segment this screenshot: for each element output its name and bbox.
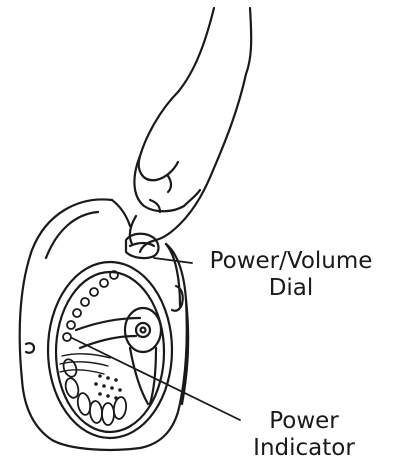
speaker-dots	[94, 374, 122, 400]
preset-buttons	[61, 357, 127, 425]
power-volume-dial-label-line2: Dial	[193, 275, 389, 302]
hand-icon	[130, 8, 251, 252]
power-volume-dial-label-line1: Power/Volume	[193, 248, 389, 275]
power-indicator-label: Power Indicator	[234, 408, 374, 462]
power-indicator-label-line2: Indicator	[234, 435, 374, 462]
power-volume-dial-label: Power/Volume Dial	[193, 248, 389, 302]
power-indicator-label-line1: Power	[234, 408, 374, 435]
